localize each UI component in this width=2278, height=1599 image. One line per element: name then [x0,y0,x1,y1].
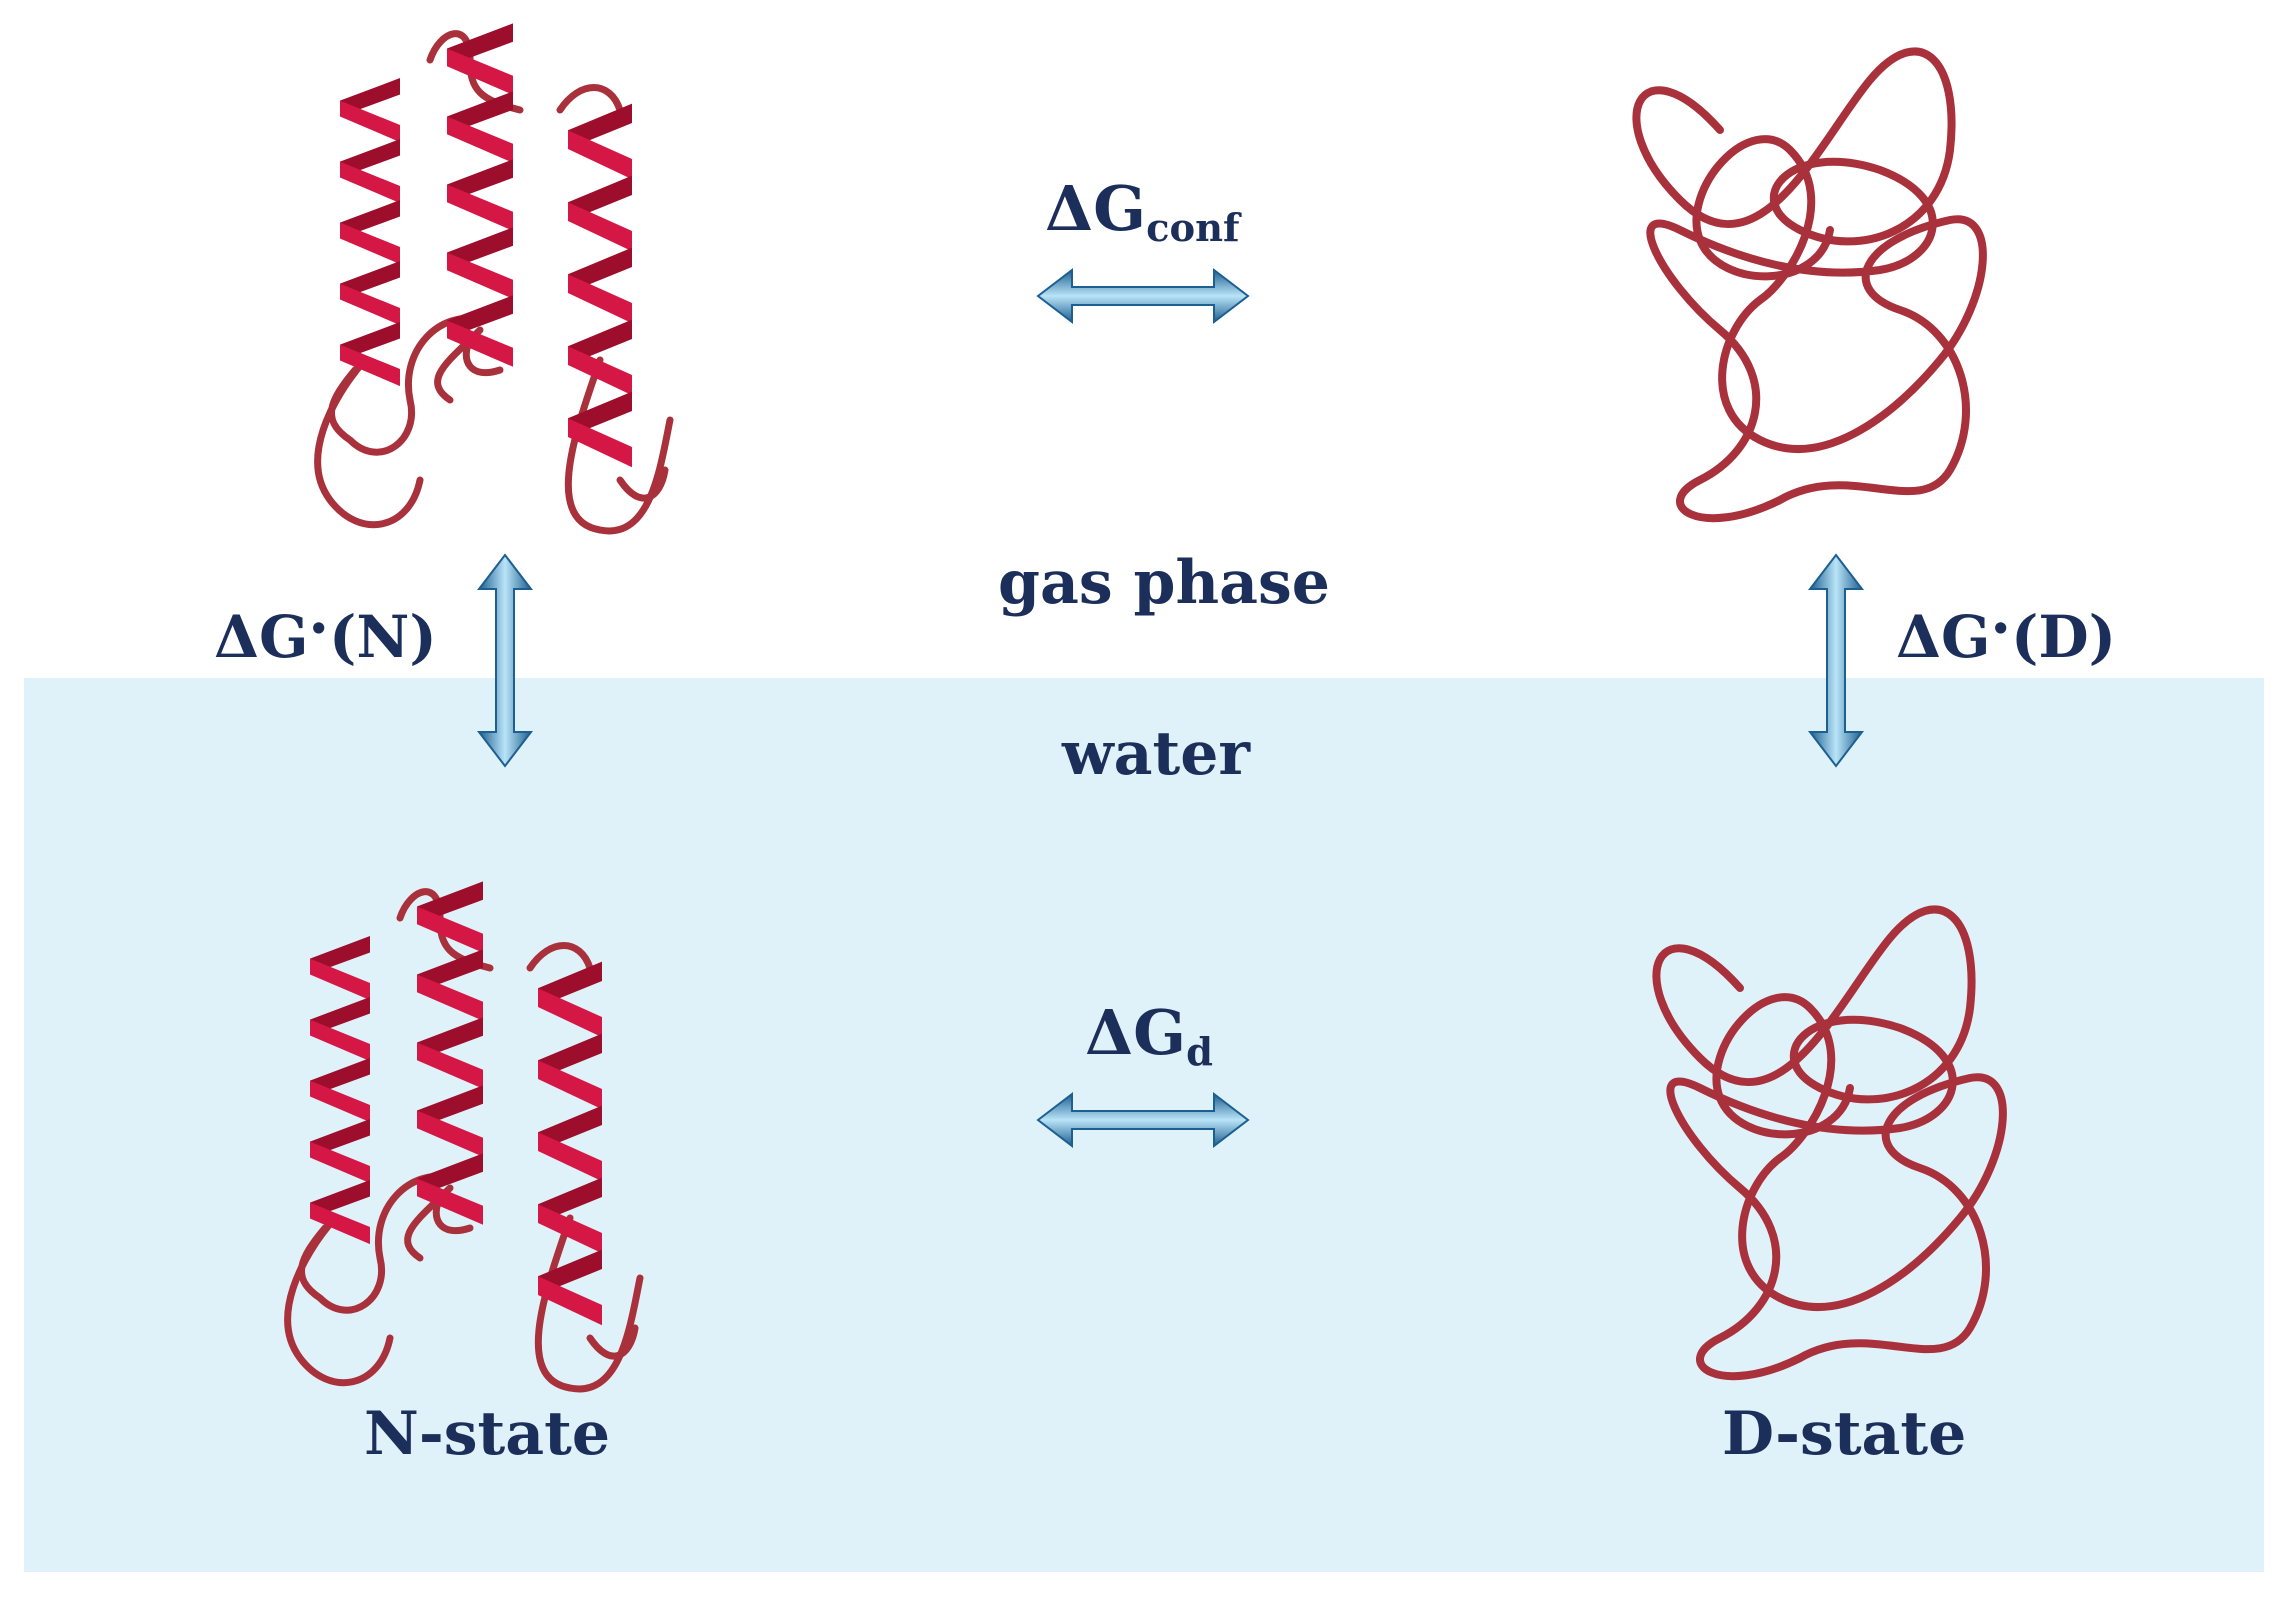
gas-phase-label: gas phase [998,548,1330,618]
delta-g-conf-label: ΔGconf [1045,172,1240,251]
water-label: water [1062,719,1251,789]
helix-bundle-icon [314,23,674,535]
delta-g-d-label: ΔGd [1085,996,1213,1075]
double-arrow-icon [476,553,534,768]
n-state-label: N-state [364,1399,611,1469]
double-arrow-icon [1036,267,1250,325]
delta-g-n-label: ΔG•(N) [214,603,437,671]
helix-bundle-icon [284,881,644,1393]
random-coil-icon [1632,47,1987,523]
double-arrow-icon [1807,553,1865,768]
double-arrow-icon [1036,1091,1250,1149]
delta-g-d-state-label: ΔG•(D) [1896,603,2117,671]
random-coil-icon [1652,905,2007,1381]
d-state-label: D-state [1722,1399,1967,1469]
